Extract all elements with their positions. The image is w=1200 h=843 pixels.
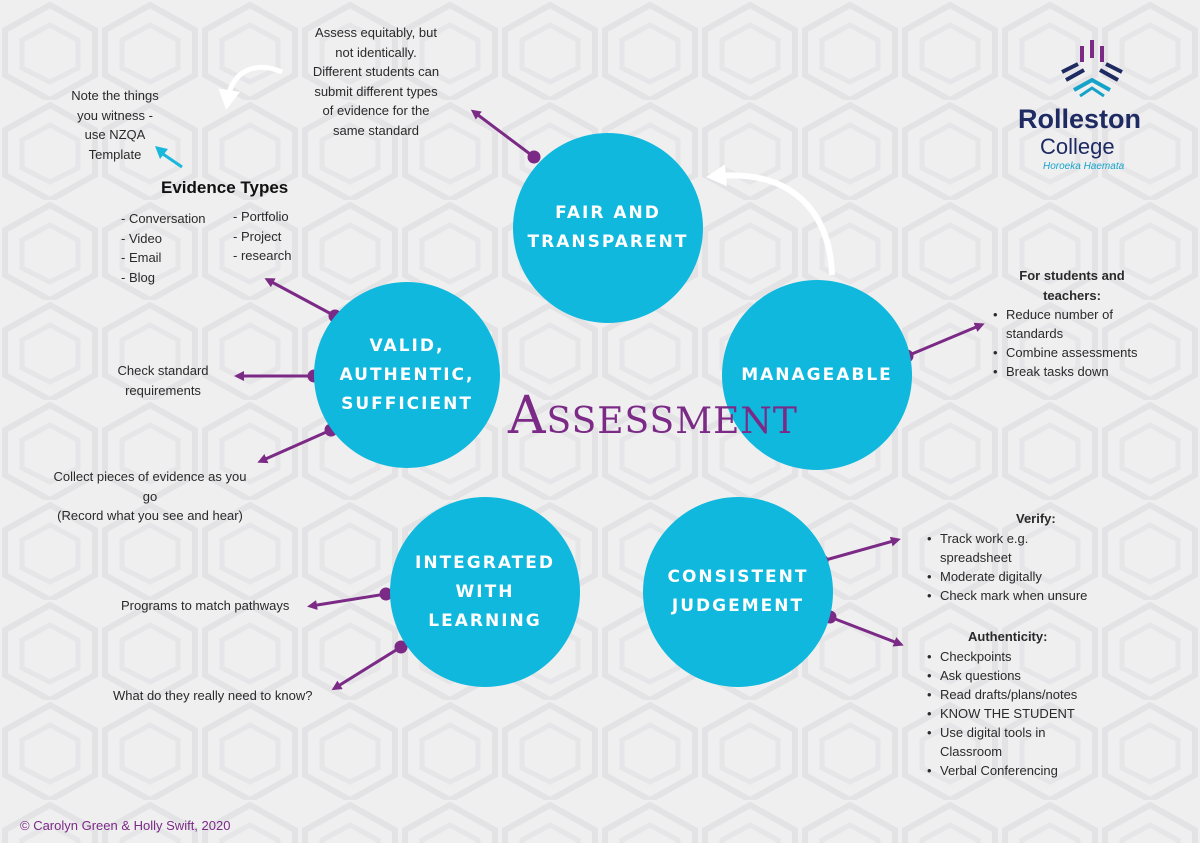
circle-fair-transparent: FAIR AND TRANSPARENT [513, 133, 703, 323]
evidence-item: - Portfolio [233, 209, 289, 224]
evidence-item: - Project [233, 228, 282, 244]
circle-fair-label: FAIR AND TRANSPARENT [527, 203, 689, 252]
authenticity-item: KNOW THE STUDENT [927, 704, 1116, 723]
fair-note-line: Different students can [312, 64, 440, 79]
manageable-heading: teachers: [1043, 287, 1101, 303]
collect-note-line: Collect pieces of evidence as you [53, 469, 247, 484]
programs-note: Programs to match pathways [121, 598, 290, 613]
fair-note-line: submit different types [314, 83, 438, 99]
check-note-line: requirements [125, 382, 201, 398]
manageable-item: Break tasks down [993, 362, 1162, 381]
authenticity-item: Use digital tools in Classroom [927, 723, 1070, 761]
authenticity-item: Verbal Conferencing [927, 761, 1116, 780]
authenticity-item: Read drafts/plans/notes [927, 685, 1116, 704]
evidence-item: - Video [121, 230, 162, 246]
evidence-item: - Conversation [121, 211, 206, 226]
evidence-item: - Email [121, 250, 162, 265]
collect-note: Collect pieces of evidence as you go (Re… [40, 467, 260, 526]
evidence-col1: - Conversation - Video - Email - Blog [121, 209, 206, 287]
copyright: © Carolyn Green & Holly Swift, 2020 [20, 818, 231, 833]
verify-note: Verify: Track work e.g. spreadsheet Mode… [926, 509, 1116, 605]
circle-manageable: MANAGEABLE [722, 280, 912, 470]
witness-note: Note the things you witness - use NZQA T… [50, 86, 180, 164]
circle-integrated: INTEGRATED WITH LEARNING [390, 497, 580, 687]
fair-note-line: Assess equitably, but [315, 25, 437, 40]
logo-motto: Horoeka Haemata [1043, 161, 1125, 172]
manageable-item: Reduce number of standards [993, 305, 1146, 343]
authenticity-item: Checkpoints [927, 647, 1116, 666]
check-note: Check standard requirements [108, 361, 218, 400]
fair-note-line: of evidence for the [322, 103, 430, 118]
circle-valid-label: VALID, AUTHENTIC, SUFFICIENT [339, 335, 475, 414]
circle-manageable-label: MANAGEABLE [741, 364, 893, 385]
authenticity-heading: Authenticity: [968, 629, 1048, 644]
authenticity-note: Authenticity: Checkpoints Ask questions … [926, 627, 1116, 780]
fair-note-line: same standard [333, 122, 419, 138]
evidence-item: - Blog [121, 269, 155, 285]
fair-note-line: not identically. [335, 44, 417, 60]
check-note-line: Check standard [117, 363, 209, 378]
evidence-col2: - Portfolio - Project - research [233, 207, 292, 266]
witness-note-line: Template [88, 146, 142, 162]
collect-note-line: go [142, 488, 158, 504]
witness-note-line: you witness - [77, 107, 153, 123]
witness-note-line: use NZQA [84, 127, 146, 142]
collect-note-line: (Record what you see and hear) [57, 508, 243, 523]
logo-name: Rolleston [1018, 104, 1142, 134]
manageable-item: Combine assessments [993, 343, 1162, 362]
rolleston-logo-icon [1061, 40, 1123, 98]
circle-integrated-label: INTEGRATED WITH LEARNING [415, 552, 555, 631]
authenticity-item: Ask questions [927, 666, 1116, 685]
fair-note: Assess equitably, but not identically. D… [296, 23, 456, 140]
diagram-title: Assessment [508, 386, 798, 446]
verify-item: Moderate digitally [927, 567, 1116, 586]
manageable-heading: For students and [1019, 268, 1125, 283]
circle-consistent-label: CONSISTENT JUDGEMENT [667, 567, 809, 616]
evidence-item: - research [233, 248, 292, 263]
verify-heading: Verify: [1016, 511, 1056, 526]
need-note: What do they really need to know? [113, 688, 313, 703]
evidence-heading: Evidence Types [161, 178, 289, 197]
verify-item: Track work e.g. spreadsheet [927, 529, 1060, 567]
verify-item: Check mark when unsure [927, 586, 1116, 605]
witness-note-line: Note the things [71, 88, 159, 103]
circle-valid: VALID, AUTHENTIC, SUFFICIENT [314, 282, 500, 468]
logo-sub: College [1040, 134, 1115, 159]
manageable-note: For students and teachers: Reduce number… [992, 266, 1162, 381]
circle-consistent: CONSISTENT JUDGEMENT [643, 497, 833, 687]
